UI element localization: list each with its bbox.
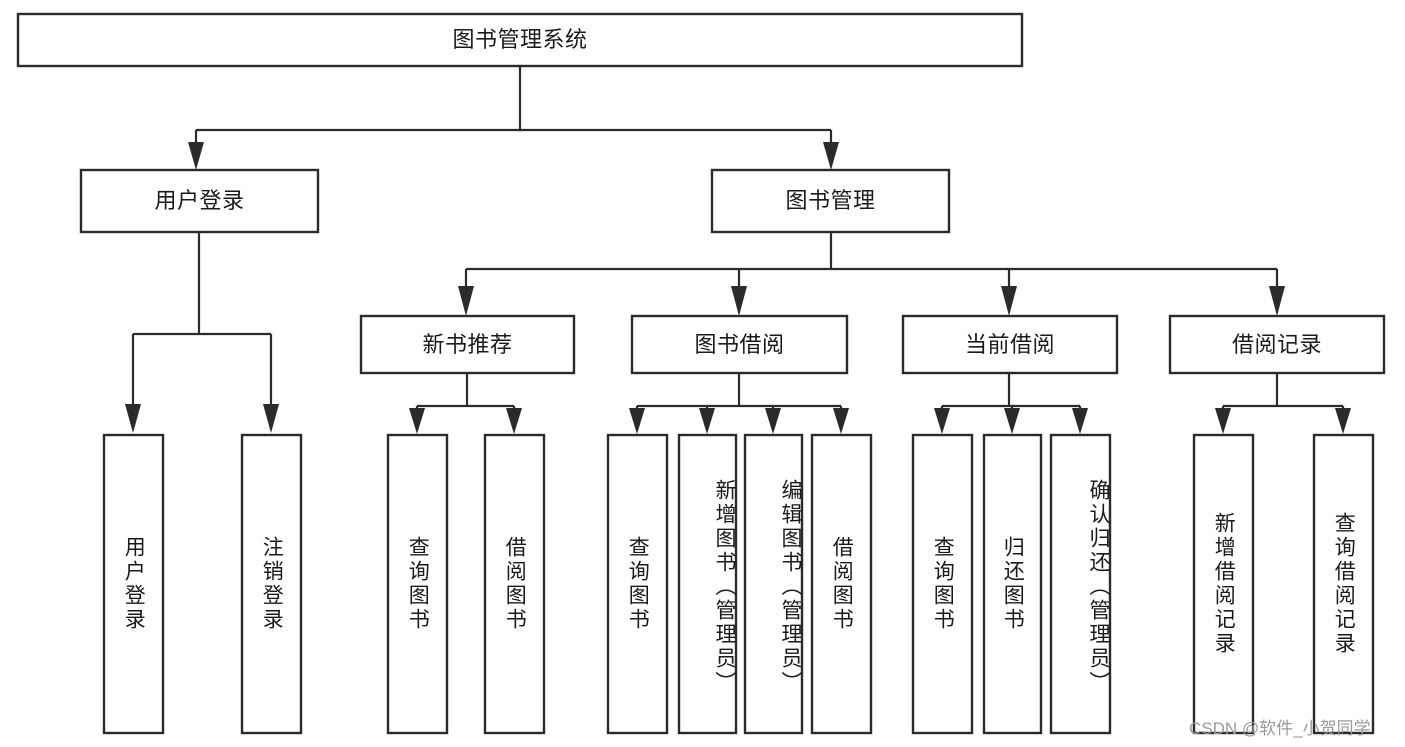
node-box-root[interactable] (16, 12, 1024, 68)
arrow-head-new-book (458, 286, 474, 316)
node-box-leaf-9[interactable] (982, 433, 1043, 735)
connector-group-borrowrecord-to-leaves (1215, 374, 1351, 434)
arrow-head-leaf-user-login (125, 404, 141, 433)
arrow-head-leaf-return-book (1004, 408, 1020, 434)
node-box-leaf-3[interactable] (483, 433, 546, 735)
connector-group-userlogin-to-leaves (125, 233, 279, 433)
connector-group-currentborrow-to-leaves (934, 374, 1088, 434)
node-box-leaf-4[interactable] (606, 433, 669, 735)
node-box-current-borrow[interactable] (901, 314, 1119, 375)
node-box-leaf-12[interactable] (1312, 433, 1375, 735)
arrow-head-user-login (188, 142, 204, 170)
arrow-head-leaf-query-book-2 (629, 408, 645, 434)
node-box-book-management[interactable] (710, 168, 951, 234)
arrow-head-leaf-borrow-book-2 (833, 408, 849, 434)
node-box-leaf-8[interactable] (911, 433, 974, 735)
arrow-head-leaf-edit-book (765, 408, 781, 434)
arrow-head-book-manage (823, 142, 839, 170)
connector-group-newbook-to-leaves (409, 374, 522, 434)
arrow-head-leaf-query-book-1 (409, 408, 425, 434)
connector-group-root-to-level2 (188, 66, 839, 170)
arrow-head-leaf-add-record (1215, 408, 1231, 434)
connector-group-bookborrow-to-leaves (629, 374, 849, 434)
arrow-head-current-borrow (1001, 286, 1017, 316)
node-box-leaf-5[interactable] (677, 433, 738, 735)
arrow-head-borrow-record (1269, 286, 1285, 316)
arrow-head-leaf-add-book (699, 408, 715, 434)
arrow-head-book-borrow (731, 286, 747, 316)
node-box-leaf-0[interactable] (102, 433, 165, 735)
arrow-head-leaf-logout (263, 404, 279, 433)
node-box-leaf-6[interactable] (743, 433, 804, 735)
node-box-leaf-1[interactable] (240, 433, 303, 735)
arrow-head-leaf-query-book-3 (934, 408, 950, 434)
node-box-user-login[interactable] (79, 168, 320, 234)
node-box-leaf-10[interactable] (1049, 433, 1112, 735)
node-box-book-borrow[interactable] (630, 314, 849, 375)
connector-group-bookmanage-to-level3 (458, 233, 1285, 316)
node-box-new-book-recommend[interactable] (359, 314, 576, 375)
node-box-leaf-7[interactable] (810, 433, 873, 735)
arrow-head-leaf-borrow-book-1 (506, 408, 522, 434)
node-box-leaf-11[interactable] (1192, 433, 1255, 735)
arrow-head-leaf-query-record (1335, 408, 1351, 434)
node-box-borrow-record[interactable] (1168, 314, 1386, 375)
arrow-head-leaf-confirm-return (1072, 408, 1088, 434)
node-box-leaf-2[interactable] (386, 433, 449, 735)
